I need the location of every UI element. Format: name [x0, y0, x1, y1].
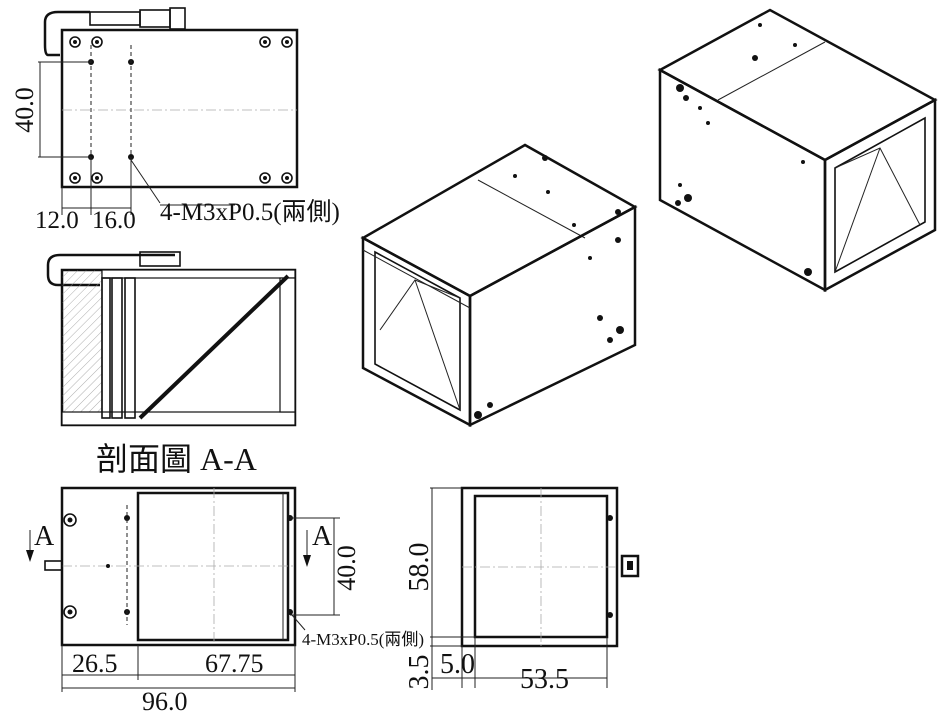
- section-mark-left: A: [34, 521, 55, 552]
- front-thread-note: 4-M3xP0.5(兩側): [302, 630, 424, 649]
- section-view: 剖面圖 A-A: [46, 251, 297, 477]
- top-view-outline: [60, 28, 299, 189]
- thread-holes: [88, 59, 134, 160]
- top-thread-note: 4-M3xP0.5(兩側): [160, 198, 340, 226]
- isometric-view-front: [360, 143, 638, 428]
- side-wall-dim: 5.0: [440, 649, 475, 680]
- front-view: A A 40.0 4-M3xP0.5(兩側) 26.5 67.75 96.0: [26, 486, 424, 715]
- side-width-dim: 53.5: [520, 664, 569, 695]
- section-title: 剖面圖 A-A: [96, 441, 257, 477]
- front-height-dim: 40.0: [332, 545, 361, 591]
- section-mark-right: A: [312, 521, 333, 552]
- top-dim-a: 12.0: [35, 207, 79, 234]
- front-view-outline: [60, 486, 297, 647]
- section-cable: [46, 253, 175, 287]
- front-dim-left: 26.5: [72, 649, 118, 678]
- top-height-dim: 40.0: [10, 87, 39, 133]
- cable: [43, 10, 90, 57]
- cable-connector: [89, 11, 141, 26]
- side-bottom-dim: 3.5: [404, 655, 435, 690]
- side-height-dim: 58.0: [404, 543, 435, 592]
- top-dim-b: 16.0: [92, 207, 136, 234]
- side-view: 58.0 3.5 5.0 53.5: [404, 486, 640, 695]
- mount-holes: [69, 36, 293, 184]
- front-dim-right: 67.75: [205, 649, 264, 678]
- isometric-view-back: [657, 8, 938, 293]
- top-view: 40.0 12.0 16.0 4-M3xP0.5(兩側): [10, 7, 340, 234]
- front-dim-total: 96.0: [142, 687, 188, 715]
